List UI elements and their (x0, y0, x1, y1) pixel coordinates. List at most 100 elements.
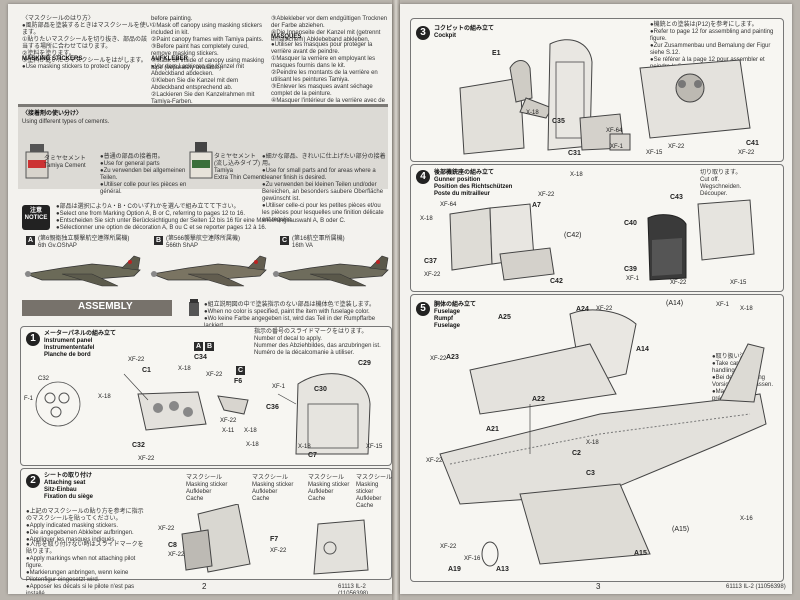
cements-en-title: Using different types of cements. (22, 119, 110, 125)
part-label-xf22-s2: XF-22 (158, 526, 175, 532)
part-label-c29: C29 (358, 360, 371, 367)
mask-sticker-label-1: マスクシール Masking sticker Aufkleber Cache (186, 475, 228, 502)
footer-code-left: 61113 IL-2 (11056398) (338, 584, 369, 594)
step-2-note-2: ●人形を取り付けない時はスライドマークを貼ります。 ●Apply marking… (26, 542, 144, 594)
part-label-xf1-b: XF-1 (272, 384, 286, 390)
part-label-x18: X-18 (98, 394, 111, 400)
part-label-x18-s4-b: X-18 (570, 172, 583, 178)
part-label-xf64-s4: XF-64 (440, 202, 457, 208)
option-a-chip-step1: A (194, 342, 203, 351)
part-label-c30: C30 (314, 386, 327, 393)
part-label-xf1-s5: XF-1 (716, 302, 730, 308)
part-label-c32: C32 (132, 442, 145, 449)
part-label-x18-e: X-18 (246, 442, 259, 448)
col3-text: ③Ablekleber vor dem endgültigen Trocknen… (271, 16, 388, 43)
step-2-seat-diagram (181, 504, 369, 575)
part-label-a24: A24 (576, 306, 589, 313)
part-label-a15-callout: (A15) (672, 526, 690, 533)
mask-sticker-label-3: マスクシール Masking sticker Aufkleber Cache (308, 475, 350, 502)
extra-thin-cement-bottle-icon (189, 142, 213, 179)
mask-sticker-label-2: マスクシール Masking sticker Aufkleber Cache (252, 475, 294, 502)
cement1-name: タミヤセメント Tamiya Cement (44, 156, 86, 169)
part-label-xf22-s3-b: XF-22 (738, 150, 755, 156)
mask-sticker-label-4: マスクシール Masking sticker Aufkleber Cache (356, 475, 392, 509)
notice-text: ●部品は選択によりA・B・Cのいずれかを選んで組み立てて下さい。 ●Select… (56, 204, 346, 231)
part-label-c42-callout: (C42) (564, 232, 582, 239)
part-label-c39: C39 (624, 266, 637, 273)
part-label-c2: C2 (572, 450, 581, 457)
part-label-e1: E1 (492, 50, 501, 57)
part-label-xf15-s3: XF-15 (646, 150, 663, 156)
part-label-a14-callout: (A14) (666, 300, 684, 307)
step-1-diagram (35, 373, 371, 455)
part-label-x18-d: X-18 (244, 428, 257, 434)
page-number-right: 3 (596, 582, 601, 591)
part-label-c43: C43 (670, 194, 683, 201)
step-3-cockpit-diagram (459, 39, 751, 155)
step-4-number: 4 (416, 170, 430, 184)
part-label-a13: A13 (496, 566, 509, 573)
part-label-xf16-s5: XF-16 (464, 556, 481, 562)
part-label-xf64-s3: XF-64 (606, 128, 623, 134)
part-label-a23: A23 (446, 354, 459, 361)
option-c-chip: C (280, 236, 289, 245)
footer-code-right: 61113 IL-2 (11056398) (726, 584, 786, 590)
step-3-title: コクピットの組み立て Cockpit (434, 26, 495, 39)
masking-en-text: ●Use masking stickers to protect canopy (22, 64, 130, 70)
part-label-a14: A14 (636, 346, 649, 353)
part-label-xf1-s3: XF-1 (610, 144, 624, 150)
part-label-x18-s5-b: X-18 (740, 306, 753, 312)
option-c-aircraft-illustration (272, 255, 389, 287)
step-5-title: 胴体の組み立て Fuselage Rumpf Fuselage (434, 302, 477, 329)
option-c-chip-step1: C (236, 366, 245, 375)
option-c-title: (第16航空軍所属機) 16th VA (292, 236, 345, 249)
step-2-number: 2 (26, 474, 40, 488)
cement2-text: ●細かな部品、きれいに仕上げたい部分の接着用。 ●Use for small p… (262, 154, 386, 223)
part-label-f7: F7 (270, 536, 279, 543)
part-label-c34: C34 (194, 354, 207, 361)
left-page: 〈マスクシールのはり方〉 ●風防部品を塗装するときはマスクシールを使います。 ①… (8, 4, 392, 594)
step-5-number: 5 (416, 302, 430, 316)
part-c32-callout: C32 (38, 376, 50, 382)
masques-text: ●Utiliser les masques pour protéger la v… (271, 42, 385, 111)
part-label-xf22-s5: XF-22 (596, 306, 613, 312)
part-label-c42: C42 (550, 278, 563, 285)
part-label-xf22: XF-22 (128, 357, 145, 363)
step-2-title: シートの取り付け Attaching seat Sitz-Einbau Fixa… (44, 473, 94, 500)
binding-gutter (392, 0, 400, 600)
right-page: 3 コクピットの組み立て Cockpit ●機銃との塗装は(P12)を参考にしま… (400, 4, 792, 594)
step-4-cut-note: 切り取ります。 Cut off. Wegschneiden. Découper. (700, 170, 742, 197)
part-label-x18-c: X-18 (298, 444, 311, 450)
part-label-a25: A25 (498, 314, 511, 321)
part-label-c31: C31 (568, 150, 581, 157)
part-label-c1: C1 (142, 367, 151, 374)
cement1-text: ●普通の部品の接着用。 ●Use for general parts ●Zu v… (100, 154, 187, 195)
option-b-chip-step1: B (205, 342, 214, 351)
option-a-title: (第6親衛独立襲撃航空連隊所属機) 6th Gv.OShAP (38, 236, 130, 249)
part-label-c40: C40 (624, 220, 637, 227)
part-label-c35: C35 (552, 118, 565, 125)
part-label-x18-b: X-18 (178, 366, 191, 372)
part-label-c36: C36 (266, 404, 279, 411)
step-2-note: ●上記のマスクシールの貼り方を参考に指示のマスクシールを貼ってください。 ●Ap… (26, 509, 144, 543)
part-label-a15: A15 (634, 550, 647, 557)
option-b-title: (第566襲撃航空連隊所属機) 566th ShAP (166, 236, 241, 249)
part-label-a7: A7 (532, 202, 541, 209)
step-3-number: 3 (416, 26, 430, 40)
notice-badge: 注意 NOTICE (22, 205, 50, 230)
option-b-aircraft-illustration (150, 255, 267, 287)
masking-jp-text: 〈マスクシールのはり方〉 ●風防部品を塗装するときはマスクシールを使います。 ①… (22, 16, 152, 64)
option-a-aircraft-illustration (24, 255, 141, 287)
page-number-left: 2 (202, 582, 207, 591)
part-label-c8: C8 (168, 542, 177, 549)
part-label-xf22-s4-c: XF-22 (670, 280, 687, 286)
step-5-fuselage-diagram (439, 309, 767, 567)
part-label-xf22-s3: XF-22 (668, 144, 685, 150)
part-label-c37: C37 (424, 258, 437, 265)
part-label-f6: F6 (234, 378, 243, 385)
part-label-xf22-c: XF-22 (138, 456, 155, 462)
paint-jar-icon (189, 299, 199, 316)
part-label-c41: C41 (746, 140, 759, 147)
part-label-x18-s5: X-18 (586, 440, 599, 446)
